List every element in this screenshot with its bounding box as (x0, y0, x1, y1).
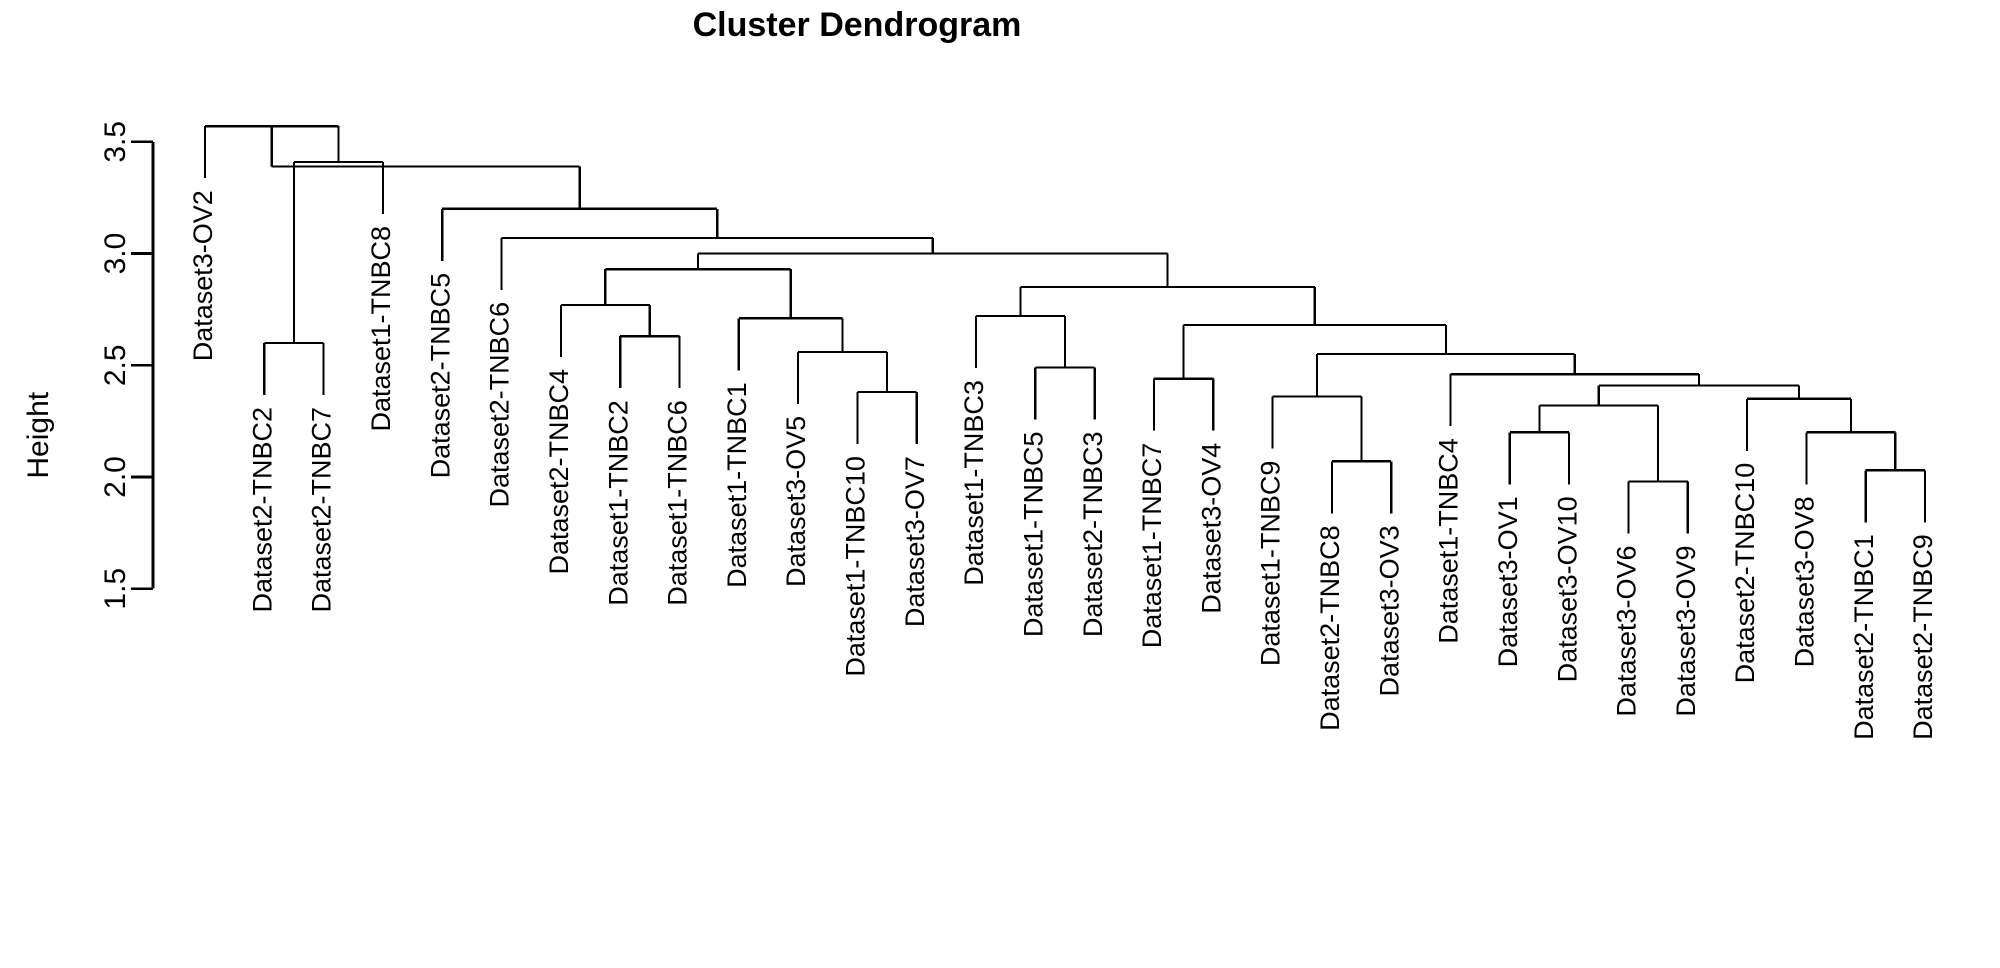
leaf-label: Dataset3-OV2 (188, 190, 218, 361)
leaf-label: Dataset3-OV1 (1493, 496, 1523, 667)
leaf-label: Dataset1-TNBC2 (603, 400, 633, 606)
leaf-label: Dataset2-TNBC1 (1849, 534, 1879, 740)
y-axis-tick-label: 3.5 (99, 121, 132, 163)
leaf-label: Dataset3-OV5 (781, 416, 811, 587)
leaf-label: Dataset1-TNBC10 (841, 456, 871, 677)
leaf-label: Dataset2-TNBC10 (1730, 463, 1760, 684)
leaf-label: Dataset2-TNBC9 (1908, 534, 1938, 740)
leaf-label: Dataset3-OV7 (900, 456, 930, 627)
leaf-label: Dataset2-TNBC8 (1315, 525, 1345, 731)
leaf-label: Dataset3-OV9 (1671, 545, 1701, 716)
leaf-label: Dataset1-TNBC6 (663, 400, 693, 606)
leaf-label: Dataset1-TNBC5 (1018, 432, 1048, 638)
y-axis-tick-label: 2.0 (99, 456, 132, 498)
leaf-label: Dataset2-TNBC7 (307, 407, 337, 613)
leaf-label: Dataset2-TNBC4 (544, 369, 574, 575)
leaf-label: Dataset3-OV8 (1790, 496, 1820, 667)
leaf-label: Dataset2-TNBC3 (1078, 432, 1108, 638)
leaf-label: Dataset1-TNBC8 (366, 226, 396, 432)
leaf-label: Dataset2-TNBC6 (485, 302, 515, 508)
dendrogram-branches (203, 125, 1927, 534)
y-axis-title: Height (22, 391, 55, 478)
leaf-label: Dataset1-TNBC7 (1137, 443, 1167, 649)
chart-title-text: Cluster Dendrogram (692, 6, 1022, 44)
leaf-label: Dataset3-OV4 (1196, 443, 1226, 614)
leaf-label: Dataset2-TNBC2 (247, 407, 277, 613)
y-axis-tick-label: 2.5 (99, 344, 132, 386)
leaf-label: Dataset3-OV10 (1552, 496, 1582, 682)
leaf-label: Dataset3-OV3 (1374, 525, 1404, 696)
leaf-label: Dataset1-TNBC9 (1256, 461, 1286, 667)
leaf-label: Dataset1-TNBC1 (722, 382, 752, 588)
y-axis-tick-label: 3.0 (99, 233, 132, 275)
y-axis-tick-label: 1.5 (99, 568, 132, 610)
leaf-label: Dataset1-TNBC3 (959, 380, 989, 586)
leaf-label: Dataset1-TNBC4 (1434, 438, 1464, 644)
leaf-label: Dataset3-OV6 (1612, 545, 1642, 716)
leaf-label: Dataset2-TNBC5 (425, 273, 455, 479)
page-title: Cluster Dendrogram (0, 6, 2000, 45)
